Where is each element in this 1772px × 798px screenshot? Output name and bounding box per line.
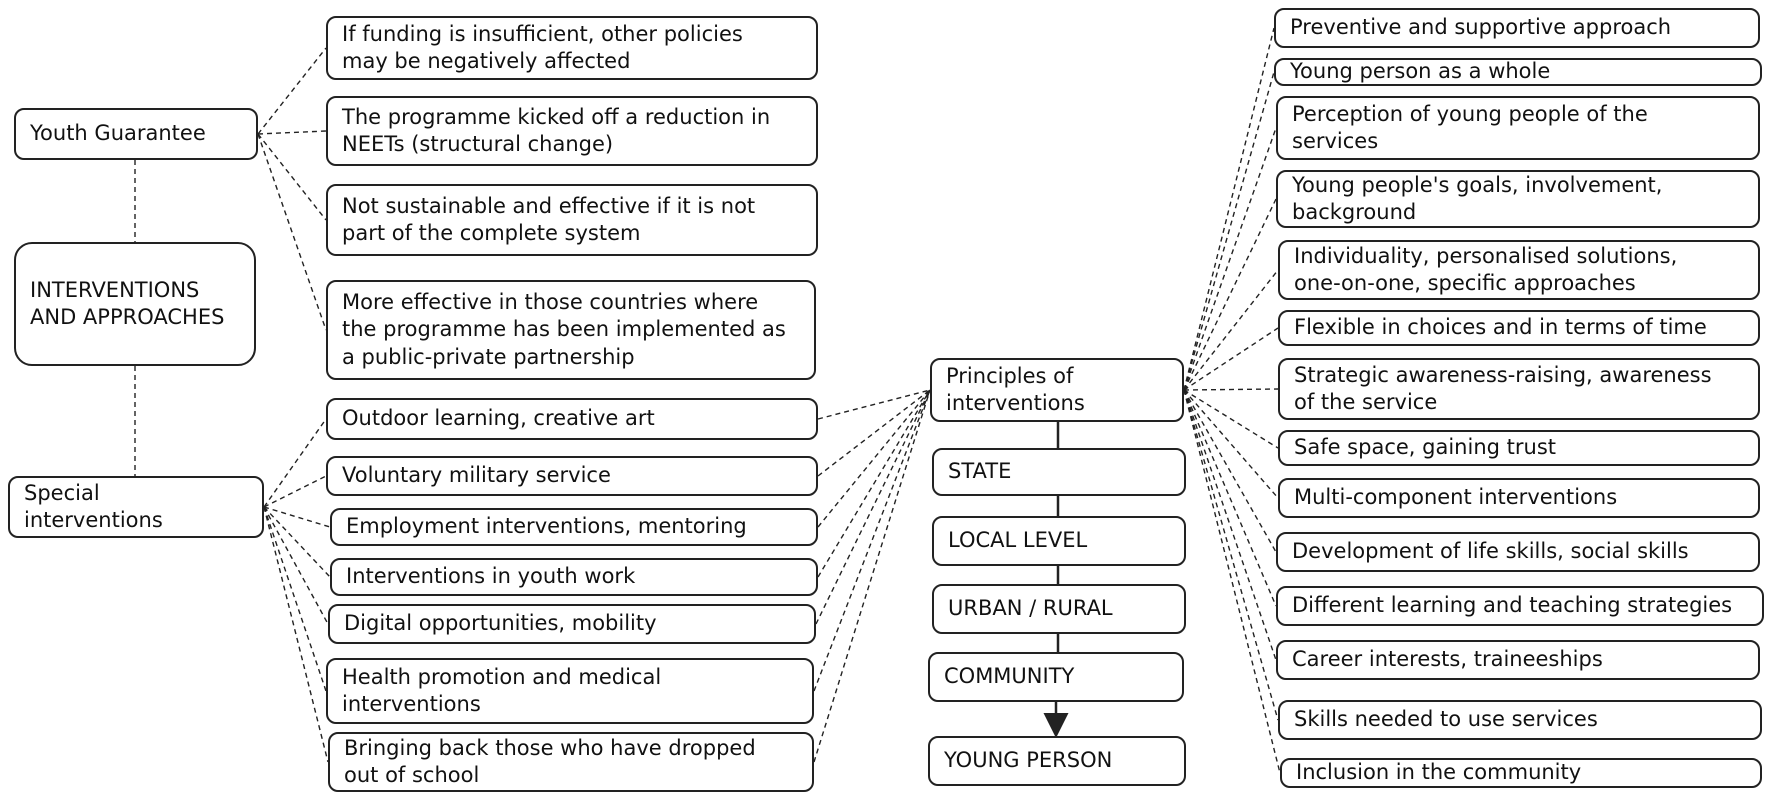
principle-item: Skills needed to use services [1278,700,1762,740]
principle-out-link [1183,389,1279,499]
si-item: Bringing back those who have dropped out… [328,732,814,792]
yg-item: Not sustainable and effective if it is n… [326,184,818,256]
yg-item: If funding is insufficient, other polici… [326,16,818,80]
principle-out-link [1183,389,1279,721]
si-link [263,475,327,508]
principle-item: Multi-component interventions [1278,478,1760,518]
principle-in-link [817,389,931,578]
si-link [263,506,329,763]
principle-item: Preventive and supportive approach [1274,8,1760,48]
principle-item: Strategic awareness-raising, awareness o… [1278,358,1760,420]
level-node: COMMUNITY [928,652,1184,702]
principle-item: Perception of young people of the servic… [1276,96,1760,160]
si-item: Health promotion and medical interventio… [326,658,814,724]
principle-item: Development of life skills, social skill… [1276,532,1760,572]
principle-item: Safe space, gaining trust [1278,430,1760,466]
si-link [263,506,331,578]
root-node: INTERVENTIONS AND APPROACHES [14,242,256,366]
si-item: Digital opportunities, mobility [328,604,816,644]
special-interventions-node: Special interventions [8,476,264,538]
si-link [263,506,327,692]
principle-item: Different learning and teaching strategi… [1276,586,1764,626]
principle-item: Career interests, traineeships [1276,640,1760,680]
principle-in-link [817,389,931,528]
yg-link [257,47,327,135]
principle-out-link [1183,389,1277,607]
principle-item: Young people's goals, involvement, backg… [1276,170,1760,228]
principle-out-link [1183,389,1277,553]
si-link [263,418,327,508]
principle-in-link [813,389,931,763]
principle-in-link [815,389,931,625]
principle-item: Individuality, personalised solutions, o… [1278,240,1760,300]
yg-link [257,133,327,221]
principle-out-link [1183,27,1275,391]
principle-out-link [1183,388,1279,391]
si-link [263,506,331,528]
yg-link [257,133,327,331]
si-item: Outdoor learning, creative art [326,398,818,440]
principle-out-link [1183,389,1277,661]
yg-link [257,130,327,135]
principle-out-link [1183,269,1279,391]
youth-guarantee-node: Youth Guarantee [14,108,258,160]
principle-out-link [1183,327,1279,391]
principle-item: Flexible in choices and in terms of time [1278,310,1760,346]
si-item: Voluntary military service [326,456,818,496]
yg-item: The programme kicked off a reduction in … [326,96,818,166]
principles-node: Principles of interventions [930,358,1184,422]
level-node: YOUNG PERSON [928,736,1186,786]
principle-item: Young person as a whole [1274,58,1762,86]
level-node: URBAN / RURAL [932,584,1186,634]
principle-item: Inclusion in the community [1280,758,1762,788]
si-link [263,506,329,625]
principle-in-link [817,389,931,420]
level-node: STATE [932,448,1186,496]
principle-out-link [1183,127,1277,391]
principle-in-link [817,389,931,477]
principle-out-link [1183,198,1277,391]
si-item: Interventions in youth work [330,558,818,596]
level-node: LOCAL LEVEL [932,516,1186,566]
si-item: Employment interventions, mentoring [330,508,818,546]
yg-item: More effective in those countries where … [326,280,816,380]
principle-out-link [1183,389,1279,449]
principle-out-link [1183,71,1275,391]
principle-out-link [1183,389,1281,774]
